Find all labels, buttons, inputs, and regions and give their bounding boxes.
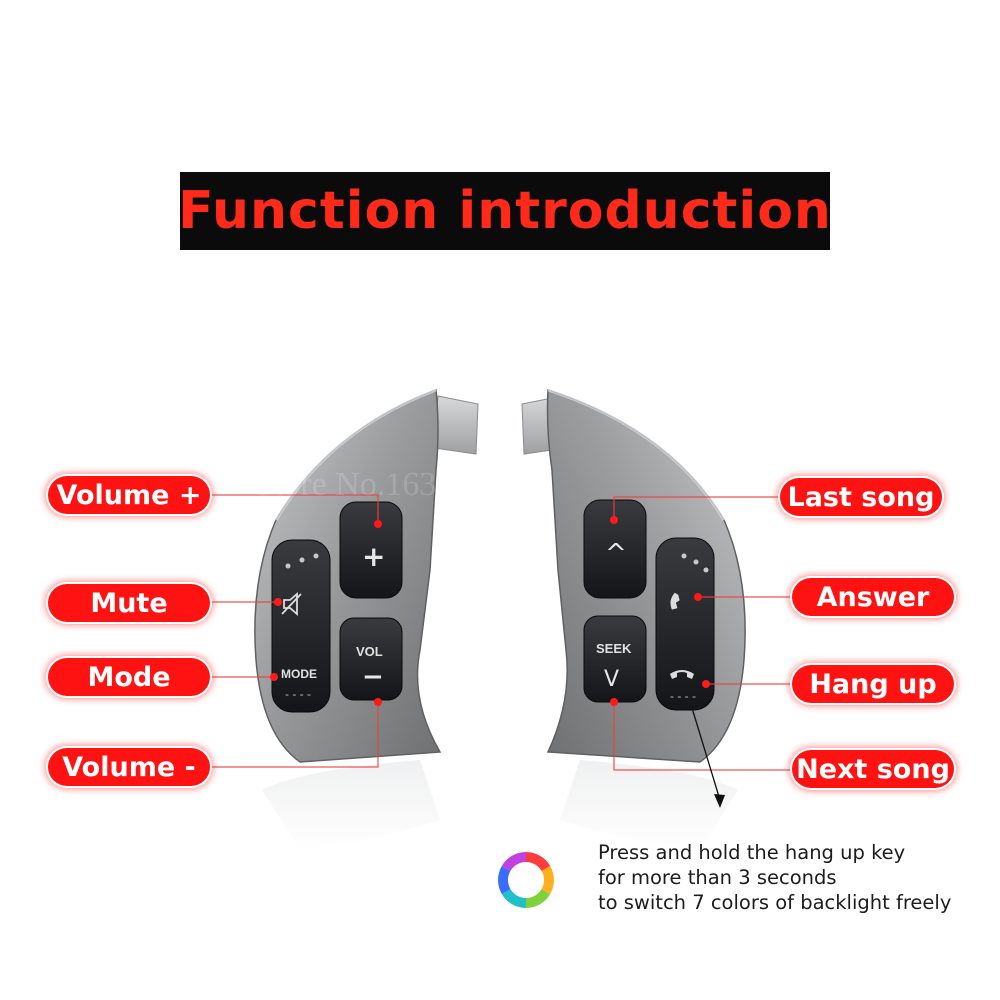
label-mode: Mode	[48, 658, 210, 696]
phone-answer-icon	[670, 592, 680, 610]
volume-down-key-text: −	[362, 662, 384, 692]
right-control-pad: ^ SEEK V - - - -	[521, 388, 746, 763]
label-hang-up: Hang up	[792, 665, 954, 703]
label-volume-plus: Volume +	[48, 476, 210, 514]
last-song-key-text: ^	[605, 539, 627, 569]
note-line: for more than 3 seconds	[598, 866, 837, 889]
svg-text:- - - -: - - - -	[670, 689, 696, 703]
title-banner: Function introduction	[178, 172, 832, 250]
last-song-key[interactable]	[583, 499, 647, 599]
callout-dots	[270, 516, 710, 706]
label-next-song: Next song	[792, 750, 954, 788]
mode-key-text: MODE	[281, 667, 317, 681]
vol-key-text: VOL	[356, 644, 383, 659]
store-watermark: Store No.1630398	[255, 466, 505, 503]
volume-down-key[interactable]	[339, 617, 403, 701]
mute-mode-key[interactable]	[271, 539, 331, 713]
phone-key[interactable]	[655, 537, 715, 711]
left-control-pad: MODE - - - - + VOL −	[254, 388, 479, 763]
backlight-note: Press and hold the hang up key for more …	[598, 840, 951, 915]
next-song-key-text: V	[604, 667, 619, 692]
color-wheel-icon	[498, 852, 554, 908]
volume-up-key-text: +	[362, 540, 385, 573]
label-answer: Answer	[792, 578, 954, 616]
label-volume-minus: Volume -	[48, 748, 210, 786]
label-mute: Mute	[48, 584, 210, 622]
mute-speaker-icon	[281, 592, 302, 616]
note-line: Press and hold the hang up key	[598, 841, 906, 864]
seek-key-text: SEEK	[596, 641, 632, 656]
phone-hangup-icon	[670, 670, 694, 679]
page-title: Function introduction	[178, 181, 832, 241]
svg-text:- - - -: - - - -	[285, 687, 311, 701]
left-mounting-bracket	[433, 395, 479, 455]
pointer-arrow	[691, 707, 725, 808]
note-line: to switch 7 colors of backlight freely	[598, 891, 952, 914]
volume-up-key[interactable]	[339, 501, 403, 599]
callout-lines	[210, 494, 792, 771]
label-last-song: Last song	[780, 478, 942, 516]
reflection	[262, 760, 738, 850]
